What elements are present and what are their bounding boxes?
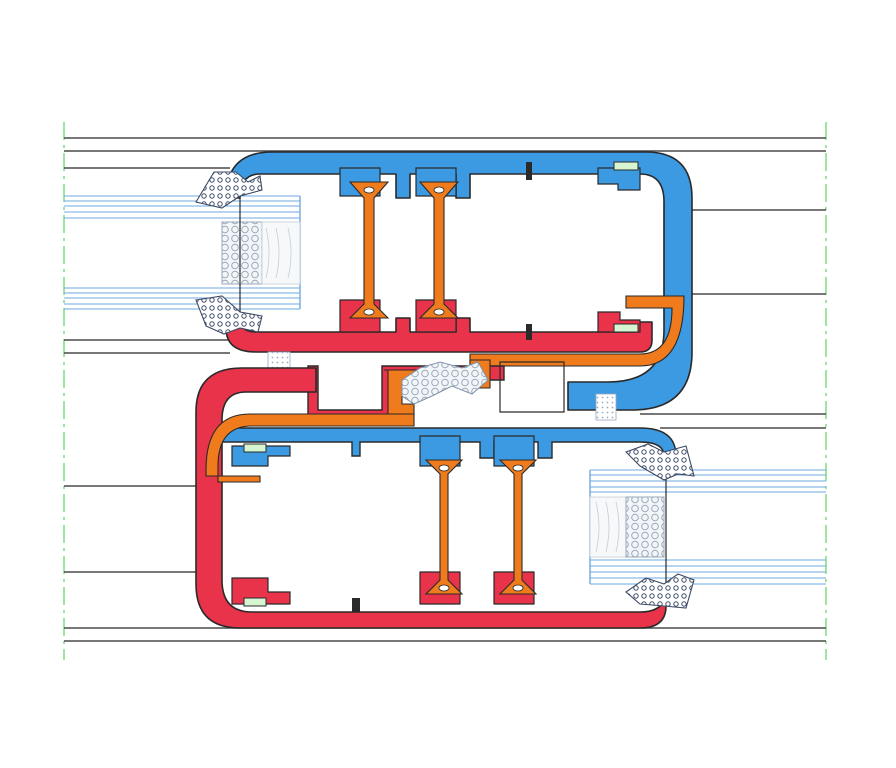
lower-gasket-bottom [625,573,695,609]
lower-gasket-top [625,443,695,481]
lower-seal-slot-top [243,443,267,453]
lower-thermal-strut-right [498,459,538,595]
interlock-brush-seal [401,361,489,405]
upper-gasket-bottom [195,295,263,335]
reference-lines [64,137,826,642]
upper-seal-slot-top [613,161,639,171]
centerlines [63,122,827,660]
lower-sash-profile [195,367,695,629]
lower-sash-outer-shell [195,367,667,629]
lower-glazing-sealant [589,496,627,558]
lower-glazing-spacer [625,496,665,558]
upper-gasket-top [195,171,263,209]
pile-seal-right [595,393,617,421]
lower-seal-slot-bottom [243,597,267,607]
upper-sash-inner-shell [225,317,653,353]
central-interlock [267,351,617,425]
lower-sash-top-wall [221,427,677,459]
upper-sash-outer-shell [225,151,693,411]
lower-thermal-fin [205,413,415,483]
upper-glazing-spacer [221,221,263,285]
lower-glazing-unit [589,469,826,585]
upper-seal-slot-bottom [613,323,639,333]
upper-thermal-strut-left [348,181,390,319]
upper-glazing-unit [64,195,301,310]
upper-sash-profile [195,151,693,411]
lower-thermal-strut-left [424,459,464,595]
upper-thermal-strut-right [418,181,460,319]
upper-glazing-sealant [261,221,301,285]
